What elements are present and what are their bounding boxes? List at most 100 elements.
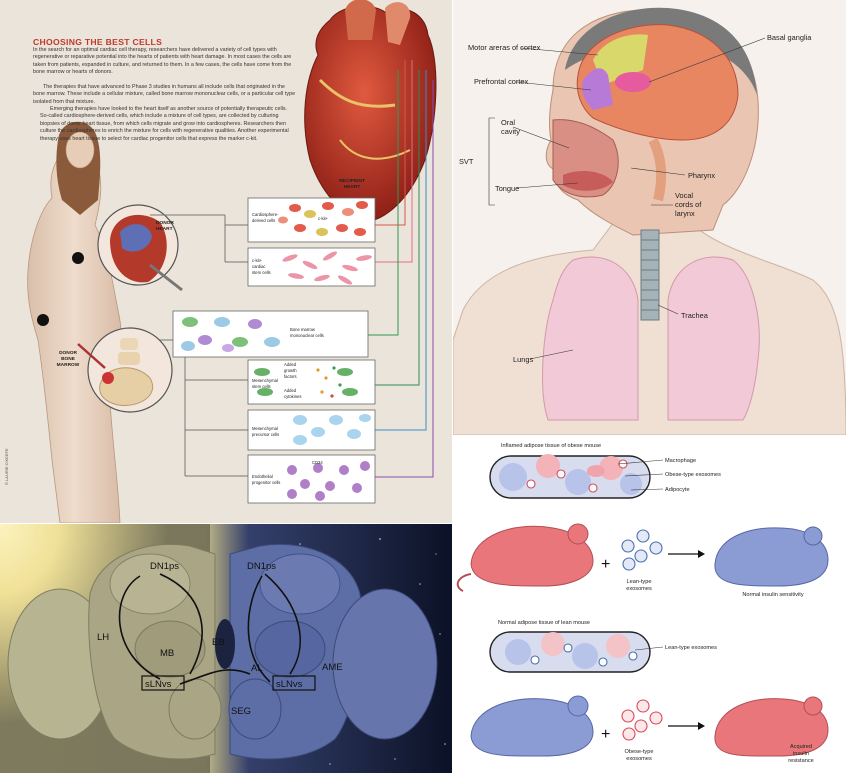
donor-marrow-label-2: BONE (61, 356, 76, 362)
cell-therapy-paragraph-3: Emerging therapies have looked to the he… (40, 106, 289, 142)
airway-anatomy-panel: Motor areras of cortex Basal ganglia Pre… (453, 0, 846, 435)
motor-cortex-label: Motor areras of cortex (468, 43, 541, 52)
connector-lines (150, 198, 376, 477)
acquired-resistance-label-1: Acquired (790, 744, 812, 750)
mpc-label-1: Mesenchymal (252, 426, 278, 431)
lean-exosomes-caption-1: Lean-type (627, 579, 652, 585)
plus-top: + (601, 556, 610, 573)
added-growth-label-1: Added (284, 362, 297, 367)
lh-label: LH (97, 632, 109, 643)
al-label: AL (251, 663, 263, 674)
mpc-label-2: precursor cells (252, 432, 279, 437)
lean-exosomes-caption-2: exosomes (626, 586, 652, 592)
oral-cavity-label-2: cavity (501, 127, 520, 136)
donor-heart-label-2: HEART (156, 226, 173, 232)
slnvs-right-box (272, 675, 316, 691)
obese-exosomes-bottom (621, 699, 663, 741)
pharynx-label: Pharynx (688, 171, 715, 180)
exosome-mice-art: + (456, 443, 829, 764)
cds-label-1: Cardiosphere- (252, 212, 279, 217)
svt-label: SVT (459, 157, 474, 166)
lean-exosomes-label: Lean-type exosomes (665, 645, 717, 651)
circuit-lines (118, 573, 301, 685)
donor-marrow-label-3: MARROW (57, 362, 80, 368)
woman-figure (27, 121, 122, 523)
added-growth-label-2: growth (284, 368, 297, 373)
ckit-label-3: stem cells (252, 270, 271, 275)
bmmc-label-1: Bone marrow (290, 327, 316, 332)
epc-label-2: progenitor cells (252, 480, 280, 485)
dn1ps-left-label: DN1ps (150, 561, 179, 572)
obese-exosomes-caption-1: Obese-type (625, 749, 654, 755)
recipient-heart-label-2: HEART (344, 184, 361, 190)
vocal-cords-label-1: Vocal (675, 191, 693, 200)
msc-label-1: Mesenchymal (252, 378, 278, 383)
donor-marrow-inset (77, 327, 173, 413)
plus-bottom: + (601, 726, 610, 743)
left-brain-hemisphere (7, 543, 222, 760)
epc-cells (287, 461, 370, 501)
cell-therapy-art: RECIPIENT HEART DONOR HEART DONOR BONE M… (4, 0, 437, 523)
donor-marrow-label-1: DONOR (59, 350, 77, 356)
recipient-heart-illustration (304, 0, 437, 223)
epc-box (247, 454, 376, 504)
credit-label: © LAURIE O'KEEFE (4, 448, 9, 485)
vocal-cords-label-3: larynx (675, 209, 695, 218)
added-cyto-label-1: Added (284, 388, 297, 393)
blue-mouse-bottom (470, 695, 594, 757)
obese-tissue-title: Inflamed adipose tissue of obese mouse (501, 443, 601, 449)
slnvs-right-label: sLNvs (276, 679, 303, 690)
fly-brain-panel: DN1ps DN1ps LH MB EB AL AME SEG sLNvs sL… (0, 524, 452, 773)
fly-brain-art: DN1ps DN1ps LH MB EB AL AME SEG sLNvs sL… (0, 524, 452, 773)
added-growth-label-3: factors (284, 374, 297, 379)
exosome-mice-panel: + (453, 436, 846, 773)
ckit-marker-label: c-kit+ (318, 216, 329, 221)
cell-therapy-heading: CHOOSING THE BEST CELLS (33, 37, 163, 47)
seg-label: SEG (231, 706, 251, 717)
right-brain-hemisphere (228, 543, 438, 760)
lean-tissue-capsule (489, 631, 651, 673)
msc-box (247, 359, 376, 405)
cell-therapy-paragraph-1: In the search for an optimal cardiac cel… (33, 47, 292, 76)
lungs-label: Lungs (513, 355, 533, 364)
donor-heart-label-1: DONOR (156, 220, 174, 226)
airway-anatomy-art: Motor areras of cortex Basal ganglia Pre… (453, 7, 846, 435)
msc-cells (254, 366, 358, 398)
mb-label: MB (160, 648, 174, 659)
routing-lines (368, 60, 434, 478)
acquired-resistance-label-2: insulin (793, 751, 809, 757)
trachea-label: Trachea (681, 311, 709, 320)
obese-exosomes-caption-2: exosomes (626, 756, 652, 762)
blue-mouse-top (714, 526, 829, 587)
red-mouse-top (456, 523, 594, 592)
cell-therapy-paragraph-2: The therapies that have advanced to Phas… (33, 84, 296, 105)
tongue-label: Tongue (495, 184, 519, 193)
bmmc-box (172, 310, 369, 358)
mpc-cells (293, 414, 371, 445)
slnvs-left-label: sLNvs (145, 679, 172, 690)
ckit-cells (282, 251, 372, 285)
vocal-cords-label-2: cords of (675, 200, 702, 209)
oral-cavity-label-1: Oral (501, 118, 515, 127)
prefrontal-cortex-label: Prefrontal cortex (474, 77, 529, 86)
added-cyto-label-2: cytokines (284, 394, 301, 399)
cell-boxes (172, 197, 376, 504)
red-mouse-bottom (714, 696, 829, 757)
normal-sensitivity-label: Normal insulin sensitivity (742, 592, 803, 598)
ame-label: AME (322, 662, 343, 673)
macrophage-label: Macrophage (665, 458, 696, 464)
basal-ganglia-label: Basal ganglia (767, 33, 812, 42)
ckit-label-2: cardiac (252, 264, 266, 269)
acquired-resistance-label-3: resistance (788, 758, 814, 764)
cell-therapy-panel: RECIPIENT HEART DONOR HEART DONOR BONE M… (0, 0, 452, 523)
obese-tissue-capsule (489, 454, 651, 499)
eb-label: EB (212, 637, 225, 648)
dn1ps-right-label: DN1ps (247, 561, 276, 572)
bmmc-label-2: mononuclear cells (290, 333, 324, 338)
bmmc-cells (181, 317, 280, 352)
donor-heart-inset (97, 204, 183, 292)
cd34-label: CD34 (312, 460, 323, 465)
cardiosphere-cells (278, 201, 368, 236)
epc-label-1: Endothelial (252, 474, 273, 479)
